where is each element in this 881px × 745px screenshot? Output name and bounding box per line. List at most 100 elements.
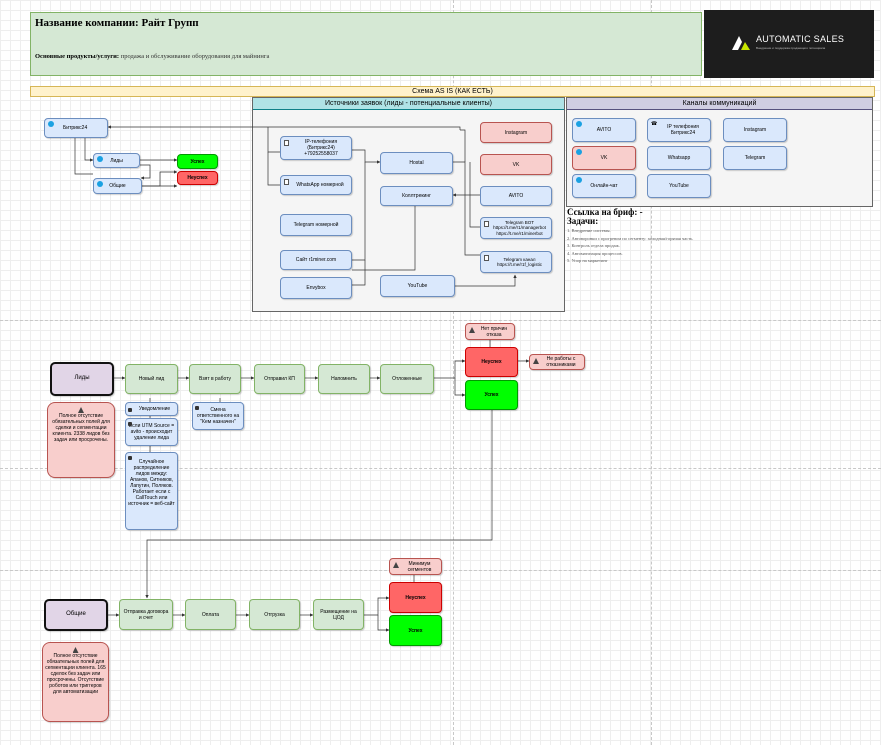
source-whatsapp-label: WhatsApp номерной bbox=[296, 182, 344, 188]
robot-distribution-label: Случайное распределение лидов между: Апа… bbox=[128, 459, 175, 507]
stage-datacenter[interactable]: Размещение на ЦОД bbox=[313, 599, 364, 630]
channel-telegram[interactable]: Telegram bbox=[723, 146, 787, 170]
stage-new-lead[interactable]: Новый лид bbox=[125, 364, 178, 394]
source-kolltracking[interactable]: Коллтрекинг bbox=[380, 186, 453, 206]
source-vk[interactable]: VK bbox=[480, 154, 552, 175]
stage-send-contract[interactable]: Отправка договора и счет bbox=[119, 599, 173, 630]
robot-notification-label: Уведомление bbox=[138, 406, 171, 412]
products-value: продажа и обслуживание оборудования для … bbox=[120, 53, 270, 60]
bitrix-success-node[interactable]: Успех bbox=[177, 154, 218, 169]
channel-instagram[interactable]: Instagram bbox=[723, 118, 787, 142]
vk-icon bbox=[576, 149, 582, 155]
source-instagram[interactable]: Instagram bbox=[480, 122, 552, 143]
document-icon bbox=[284, 140, 289, 146]
brief-task: 3. Контроль отдела продаж. bbox=[567, 243, 620, 248]
source-whatsapp[interactable]: WhatsApp номерной bbox=[280, 175, 352, 195]
brief-task: 2. Автоворонки с прогревом по сегменту: … bbox=[567, 235, 694, 241]
source-envybox[interactable]: Envybox bbox=[280, 277, 352, 299]
source-vk-label: VK bbox=[512, 161, 520, 168]
bitrix24-label: Битрикс24 bbox=[63, 125, 88, 131]
deals-note: Полное отсутствие обязательных полей для… bbox=[42, 642, 109, 722]
warning-icon bbox=[72, 647, 79, 653]
source-telegram-label: Telegram номерной bbox=[293, 222, 339, 228]
source-envybox-label: Envybox bbox=[306, 285, 326, 291]
channel-online-chat[interactable]: Онлайн-чат bbox=[572, 174, 636, 198]
leads-note-text: Полное отсутствие обязательных полей для… bbox=[52, 413, 110, 443]
bitrix-leads-label: Лиды bbox=[110, 157, 123, 164]
source-avito[interactable]: AVITO bbox=[480, 186, 552, 206]
leads-fail-label: Неуспех bbox=[481, 359, 502, 365]
bitrix24-node[interactable]: Битрикс24 bbox=[44, 118, 108, 138]
source-hostal[interactable]: Hostal bbox=[380, 152, 453, 174]
leads-success-node[interactable]: Успех bbox=[465, 380, 518, 410]
leads-pipeline-box[interactable]: Лиды bbox=[50, 362, 114, 396]
robot-change-responsible-label: Смена ответственного на "Кем назначен" bbox=[196, 407, 240, 425]
stage-label: Отправил КП bbox=[264, 376, 295, 382]
stage-sent-offer[interactable]: Отправил КП bbox=[254, 364, 305, 394]
channel-avito[interactable]: AVITO bbox=[572, 118, 636, 142]
robot-avito-delete-label: Если UTM Source = avito - происходит уда… bbox=[128, 423, 175, 441]
stage-label: Отправка договора и счет bbox=[123, 608, 169, 621]
deals-fail-node[interactable]: Неуспех bbox=[389, 582, 442, 613]
deals-fail-label: Неуспех bbox=[405, 594, 426, 601]
deals-success-node[interactable]: Успех bbox=[389, 615, 442, 646]
source-site[interactable]: Сайт r1miner.com bbox=[280, 250, 352, 270]
leads-success-label: Успех bbox=[484, 392, 499, 398]
robot-icon bbox=[128, 408, 132, 412]
company-products: Основные продукты/услуги: продажа и обсл… bbox=[35, 53, 269, 60]
channel-vk-label: VK bbox=[600, 155, 608, 161]
robot-avito-delete[interactable]: Если UTM Source = avito - происходит уда… bbox=[125, 418, 178, 446]
guide-line bbox=[0, 468, 881, 469]
stage-in-work[interactable]: Взят в работу bbox=[189, 364, 241, 394]
channel-whatsapp-label: Whatsapp bbox=[667, 155, 691, 161]
channel-youtube[interactable]: YouTube bbox=[647, 174, 711, 198]
source-tg-bot[interactable]: Telegram BOT https://t.me/r1/managerbot … bbox=[480, 217, 552, 239]
phone-icon: ☎ bbox=[651, 121, 658, 127]
stage-label: Новый лид bbox=[138, 376, 165, 382]
leads-pipeline-label: Лиды bbox=[74, 375, 90, 382]
source-avito-label: AVITO bbox=[508, 193, 524, 199]
brief-task: 1. Внедрение системы. bbox=[567, 228, 611, 233]
channel-vk[interactable]: VK bbox=[572, 146, 636, 170]
brief-title: Ссылка на бриф: - Задачи: bbox=[567, 207, 643, 226]
source-tg-bot-label: Telegram BOT https://t.me/r1/managerbot … bbox=[493, 219, 546, 236]
document-icon bbox=[284, 179, 289, 185]
brief-tasks: 1. Внедрение системы. 2. Автоворонки с п… bbox=[567, 227, 693, 265]
channel-whatsapp[interactable]: Whatsapp bbox=[647, 146, 711, 170]
stage-postponed[interactable]: Отложенные bbox=[380, 364, 434, 394]
bitrix-deals-node[interactable]: Общие bbox=[93, 178, 142, 194]
stage-label: Взят в работу bbox=[198, 376, 231, 382]
deals-pipeline-box[interactable]: Общие bbox=[44, 599, 108, 631]
chat-icon bbox=[576, 177, 582, 183]
robot-icon bbox=[128, 456, 132, 460]
stage-payment[interactable]: Оплата bbox=[185, 599, 236, 630]
warning-icon bbox=[78, 407, 84, 413]
source-youtube-label: YouTube bbox=[407, 283, 428, 289]
guide-line bbox=[453, 0, 454, 745]
robot-change-responsible[interactable]: Смена ответственного на "Кем назначен" bbox=[192, 402, 244, 430]
guide-line bbox=[0, 320, 881, 321]
source-telegram[interactable]: Telegram номерной bbox=[280, 214, 352, 236]
stage-label: Напомнить bbox=[331, 376, 357, 382]
bitrix-icon bbox=[48, 121, 54, 127]
bitrix-success-label: Успех bbox=[190, 158, 205, 165]
robot-notification[interactable]: Уведомление bbox=[125, 402, 178, 416]
channel-ip-phone[interactable]: ☎ IP телефония Битрикс24 bbox=[647, 118, 711, 142]
source-tg-channel[interactable]: Telegram канал https://t.me/r1f_logistic bbox=[480, 251, 552, 273]
robot-distribution[interactable]: Случайное распределение лидов между: Апа… bbox=[125, 452, 178, 530]
bitrix-leads-node[interactable]: Лиды bbox=[93, 153, 140, 168]
min-segments-note: Минимум сегментов bbox=[389, 558, 442, 575]
document-icon bbox=[484, 221, 489, 227]
leads-icon bbox=[97, 156, 103, 162]
stage-remind[interactable]: Напомнить bbox=[318, 364, 370, 394]
stage-shipment[interactable]: Отгрузка bbox=[249, 599, 300, 630]
leads-fail-node[interactable]: Неуспех bbox=[465, 347, 518, 377]
source-ip-phone[interactable]: IP-телефония (Битрикс24) +79252558037 bbox=[280, 136, 352, 160]
min-segments-label: Минимум сегментов bbox=[407, 560, 432, 573]
bitrix-fail-node[interactable]: Неуспех bbox=[177, 171, 218, 185]
source-youtube[interactable]: YouTube bbox=[380, 275, 455, 297]
company-header: Название компании: Райт Групп Основные п… bbox=[30, 12, 702, 76]
source-hostal-label: Hostal bbox=[409, 160, 424, 166]
robot-icon bbox=[195, 406, 199, 410]
